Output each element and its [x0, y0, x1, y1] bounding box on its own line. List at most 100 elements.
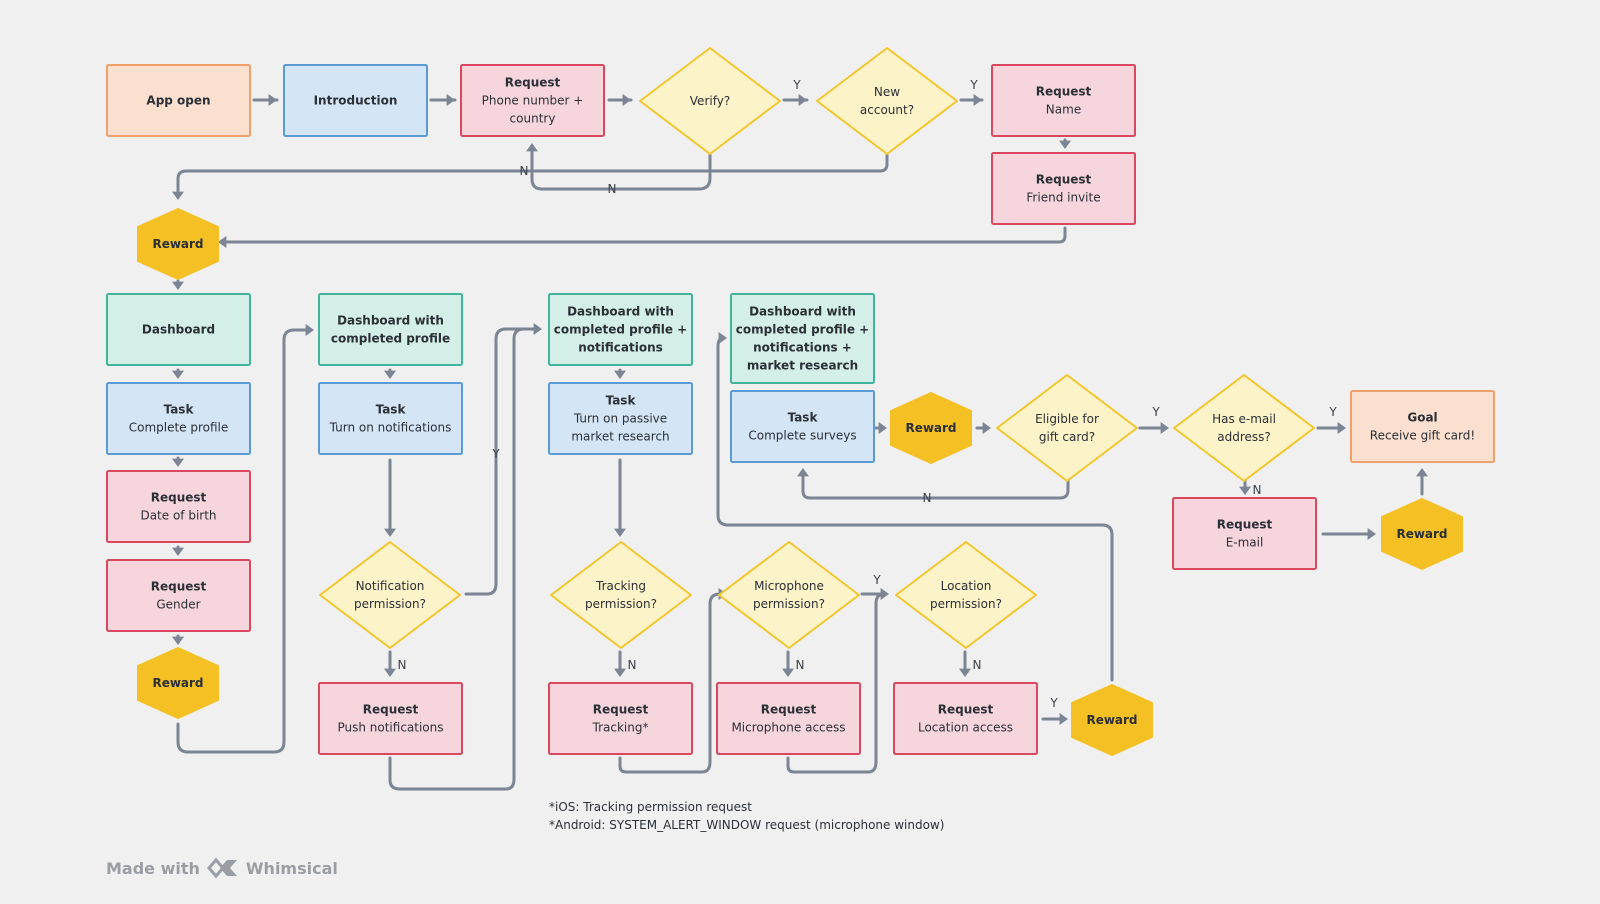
- node-reward1[interactable]: Reward: [137, 208, 219, 280]
- node-text-line: Reward: [1086, 713, 1137, 727]
- arrowhead-14: [172, 636, 184, 645]
- node-track-perm[interactable]: Tracking permission?: [550, 541, 692, 649]
- node-text-line: Request: [1217, 518, 1273, 532]
- decision-diamond: [639, 47, 781, 155]
- box-shape: [106, 559, 251, 632]
- edge-label-email-yes: Y: [1328, 405, 1337, 419]
- node-text-line: Gender: [156, 598, 200, 612]
- node-text-line: Name: [1046, 103, 1081, 117]
- node-loc-perm[interactable]: Location permission?: [895, 541, 1037, 649]
- node-text-line: Microphone: [754, 579, 824, 593]
- node-text-line: Has e-mail: [1212, 412, 1276, 426]
- node-has-email[interactable]: Has e-mail address?: [1173, 374, 1315, 482]
- connector-reward-to-dashprofile: [176, 328, 311, 754]
- node-text-line: account?: [860, 103, 914, 117]
- node-verify[interactable]: Verify?: [639, 47, 781, 155]
- arrowhead-5: [973, 94, 982, 106]
- node-text-line: Request: [761, 703, 817, 717]
- node-text-line: Request: [593, 703, 649, 717]
- decision-diamond: [550, 541, 692, 649]
- node-text-line: permission?: [930, 597, 1002, 611]
- node-text-line: Location: [941, 579, 992, 593]
- node-reward4[interactable]: Reward: [890, 392, 972, 464]
- footnote-android: *Android: SYSTEM_ALERT_WINDOW request (m…: [549, 818, 944, 832]
- node-text-line: Dashboard with: [749, 305, 856, 319]
- node-text-line: Microphone access: [731, 721, 845, 735]
- arrowhead-35: [1367, 528, 1376, 540]
- box-shape: [548, 682, 693, 755]
- arrowhead-21: [614, 528, 626, 537]
- decision-diamond: [319, 541, 461, 649]
- arrowhead-1: [268, 94, 277, 106]
- node-text-line: market research: [747, 359, 858, 373]
- node-text-line: Complete surveys: [748, 429, 856, 443]
- reward-hexagon: [137, 208, 219, 280]
- made-with-label: Made with: [106, 858, 200, 878]
- box-shape: [548, 293, 693, 366]
- arrowhead-29: [878, 422, 887, 434]
- arrowhead-19: [384, 668, 396, 677]
- decision-diamond: [816, 47, 958, 155]
- edge-label-email-no: N: [1253, 483, 1262, 497]
- node-reward3[interactable]: Reward: [1071, 684, 1153, 756]
- reward-hexagon: [890, 392, 972, 464]
- node-app-open[interactable]: App open: [106, 64, 251, 137]
- node-text-line: permission?: [585, 597, 657, 611]
- node-dashboard[interactable]: Dashboard: [106, 293, 251, 366]
- node-text-line: Turn on passive: [573, 412, 667, 426]
- arrowhead-13: [172, 547, 184, 556]
- arrowhead-24: [782, 668, 794, 677]
- whimsical-branding[interactable]: Made with Whimsical: [106, 857, 338, 879]
- node-text-line: Tracking: [595, 579, 646, 593]
- connector-tracking-to-micperm: [618, 592, 727, 774]
- node-reward2[interactable]: Reward: [137, 647, 219, 719]
- node-text-line: Push notifications: [337, 721, 443, 735]
- node-reward5[interactable]: Reward: [1381, 498, 1463, 570]
- node-text-line: Dashboard: [142, 323, 215, 337]
- box-shape: [730, 390, 875, 463]
- node-text-line: address?: [1217, 430, 1271, 444]
- decision-diamond: [895, 541, 1037, 649]
- node-text-line: Task: [164, 403, 195, 417]
- box-shape: [716, 682, 861, 755]
- node-text-line: Request: [363, 703, 419, 717]
- connector-friend-to-reward: [220, 226, 1067, 244]
- node-introduction[interactable]: Introduction: [283, 64, 428, 137]
- node-text-line: Request: [1036, 85, 1092, 99]
- node-text-line: Request: [938, 703, 994, 717]
- arrowhead-6: [1059, 140, 1071, 149]
- arrowhead-33: [797, 468, 809, 477]
- node-text-line: Location access: [918, 721, 1013, 735]
- arrowhead-3: [622, 94, 631, 106]
- node-text-line: Introduction: [314, 94, 398, 108]
- edge-label-notif-no: N: [398, 658, 407, 672]
- node-text-line: Request: [505, 76, 561, 90]
- box-shape: [318, 382, 463, 455]
- node-text-line: Request: [151, 491, 207, 505]
- node-text-line: Receive gift card!: [1370, 429, 1475, 443]
- decision-diamond: [718, 541, 860, 649]
- arrowhead-10: [172, 281, 184, 290]
